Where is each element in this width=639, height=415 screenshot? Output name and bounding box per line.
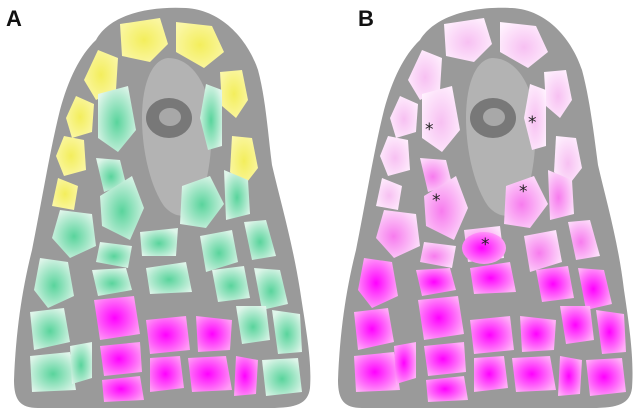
cell [558,356,582,396]
nucleus-core-a [159,108,181,126]
cell [236,306,270,344]
cell [102,376,144,402]
cell [212,266,250,302]
cell [424,342,466,376]
cell [536,266,574,302]
cell [188,356,232,392]
cell [262,358,302,396]
nucleus-core-b [483,108,505,126]
panel-a [14,8,310,408]
panel-b: * * * * * [338,8,633,408]
asterisk-marker-3: * [432,191,441,211]
cell [586,358,626,396]
cell [470,316,514,354]
panel-label-a: A [6,6,22,32]
cell [30,352,76,392]
cell [146,316,190,354]
asterisk-marker-5: * [481,235,490,255]
cell [474,356,508,392]
cell [418,296,464,340]
cell [426,376,468,402]
cell [100,342,142,376]
cell [520,316,556,352]
cell [140,228,178,256]
asterisk-marker-2: * [528,113,537,133]
asterisk-marker-4: * [519,182,528,202]
cell [70,342,92,384]
cell [94,296,140,340]
asterisk-marker-1: * [425,120,434,140]
panel-label-b: B [358,6,374,32]
cell [196,316,232,352]
cell [150,356,184,392]
cell [234,356,258,396]
cell [394,342,416,384]
cell [354,352,400,392]
cell [512,356,556,392]
